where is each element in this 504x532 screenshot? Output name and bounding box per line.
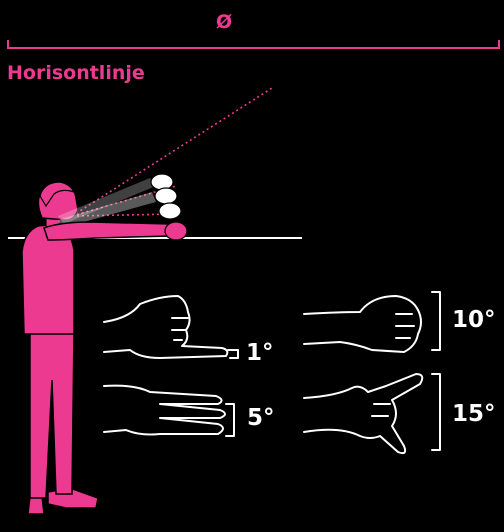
hand-pinky-icon — [104, 296, 238, 358]
hand-spread-icon — [304, 374, 440, 453]
hand-three-fingers-icon — [104, 386, 234, 436]
person-legs — [30, 330, 74, 498]
hand-fist-icon — [304, 292, 440, 352]
diameter-symbol: Ø — [216, 13, 232, 32]
degree-label-10: 10° — [452, 309, 496, 332]
horizon-label: Horisontlinje — [7, 64, 145, 83]
degree-label-15: 15° — [452, 403, 496, 426]
top-bracket — [8, 40, 499, 49]
degree-label-5: 5° — [247, 407, 275, 430]
degree-label-1: 1° — [246, 342, 274, 365]
person-figure — [22, 174, 187, 514]
